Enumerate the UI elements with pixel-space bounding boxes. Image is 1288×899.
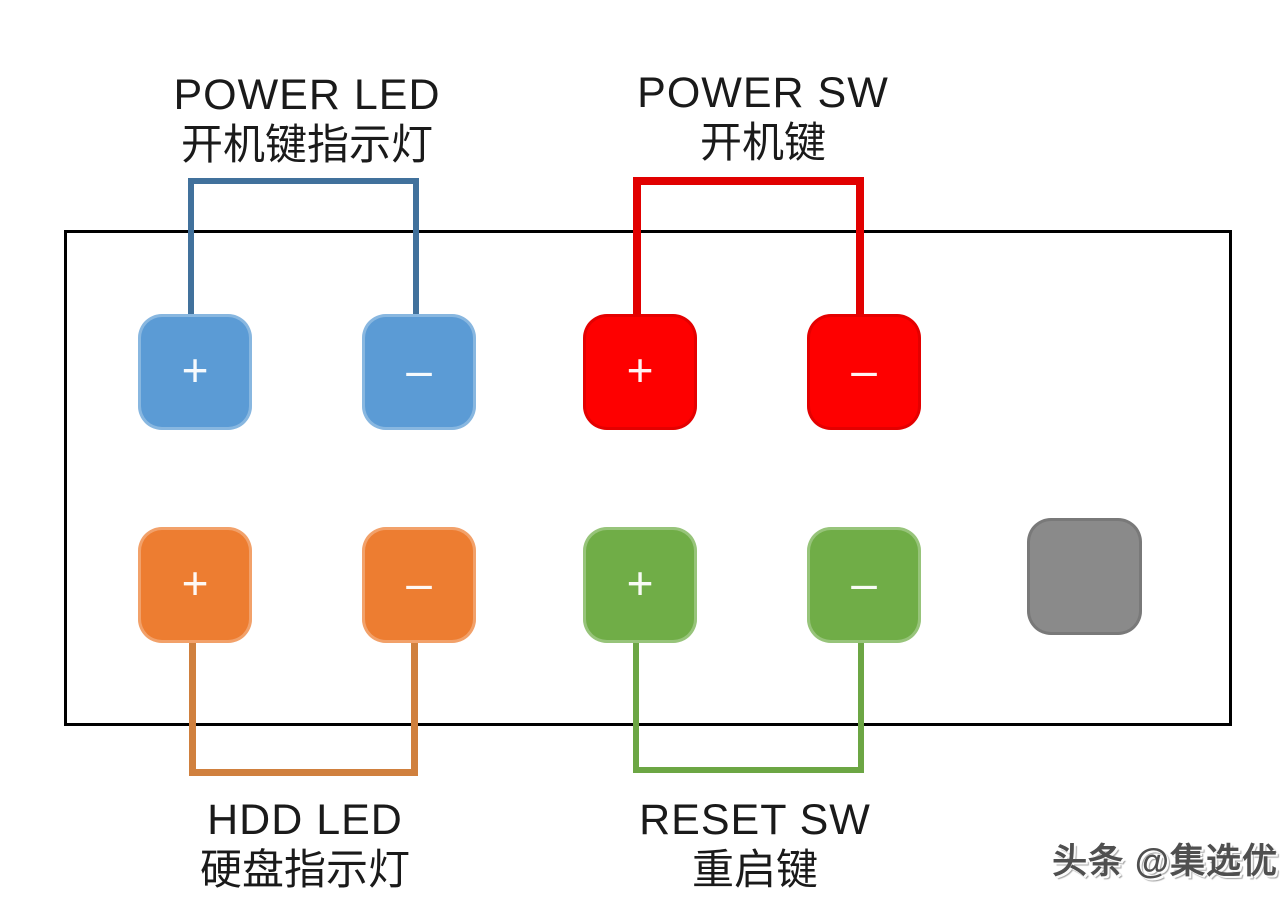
plus-sign: + (181, 344, 209, 396)
power-led-label: POWER LED 开机键指示灯 (77, 70, 537, 170)
pin-power-led-positive: + (138, 314, 252, 430)
hdd-led-label: HDD LED 硬盘指示灯 (75, 795, 535, 895)
power-sw-connector-bracket (633, 177, 864, 317)
pin-power-sw-negative: – (807, 314, 921, 430)
minus-sign: – (406, 344, 432, 396)
minus-sign: – (406, 557, 432, 609)
minus-sign: – (851, 344, 877, 396)
watermark: 头条 @集选优 (1052, 842, 1278, 881)
hdd-led-label-zh: 硬盘指示灯 (199, 846, 410, 893)
power-sw-label-zh: 开机键 (699, 119, 826, 166)
pin-power-led-negative: – (362, 314, 476, 430)
pin-reset-sw-negative: – (807, 527, 921, 643)
reset-sw-label-zh: 重启键 (691, 846, 818, 893)
minus-sign: – (851, 557, 877, 609)
power-led-connector-bracket (188, 178, 419, 318)
plus-sign: + (181, 557, 209, 609)
pin-hdd-led-positive: + (138, 527, 252, 643)
pin-reset-sw-positive: + (583, 527, 697, 643)
power-sw-label: POWER SW 开机键 (533, 68, 993, 168)
power-led-label-en: POWER LED (173, 71, 441, 119)
reset-sw-label-en: RESET SW (639, 796, 871, 844)
pin-unused (1027, 518, 1142, 635)
reset-sw-connector-bracket (633, 640, 864, 773)
hdd-led-connector-bracket (189, 638, 418, 776)
power-led-label-zh: 开机键指示灯 (180, 121, 433, 168)
motherboard-header-outline (64, 230, 1232, 726)
plus-sign: + (626, 344, 654, 396)
pin-hdd-led-negative: – (362, 527, 476, 643)
power-sw-label-en: POWER SW (637, 69, 889, 117)
plus-sign: + (626, 557, 654, 609)
hdd-led-label-en: HDD LED (207, 796, 403, 844)
pin-power-sw-positive: + (583, 314, 697, 430)
reset-sw-label: RESET SW 重启键 (525, 795, 985, 895)
